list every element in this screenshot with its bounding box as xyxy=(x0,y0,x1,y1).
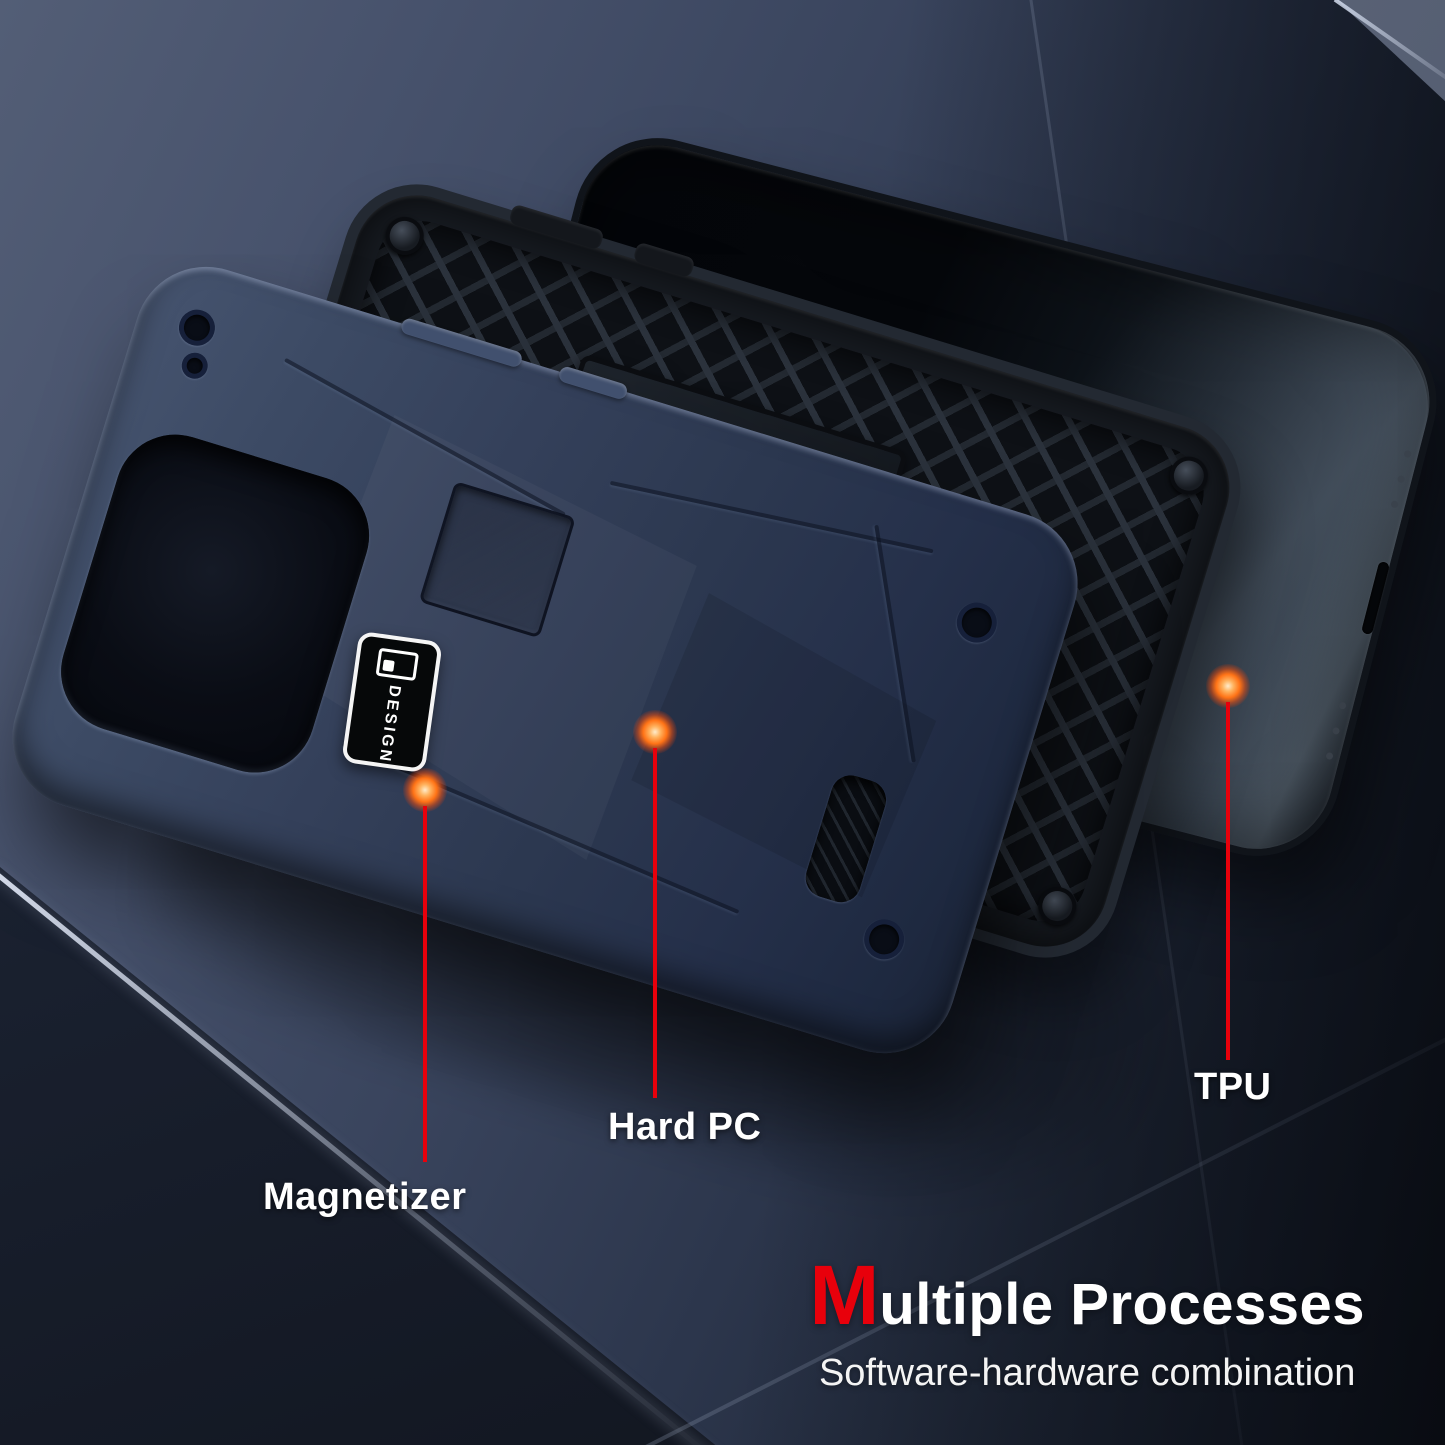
callout-label-hard-pc: Hard PC xyxy=(608,1106,762,1148)
callout-label-magnetizer: Magnetizer xyxy=(263,1176,467,1218)
callout-dot-tpu xyxy=(1206,664,1250,708)
case-seam-line xyxy=(609,480,934,554)
callout-label-tpu: TPU xyxy=(1194,1066,1272,1108)
logo-badge-text: DESIGN xyxy=(375,683,404,765)
logo-badge-icon xyxy=(375,647,420,681)
callout-line-hard-pc xyxy=(653,748,657,1098)
corner-hole xyxy=(178,349,211,382)
headline-subtitle: Software-hardware combination xyxy=(818,1352,1356,1394)
callout-dot-magnetizer xyxy=(403,768,447,812)
corner-hole xyxy=(951,597,1002,648)
headline-lead-letter: M xyxy=(809,1248,880,1343)
headline: Multiple Processes xyxy=(809,1253,1365,1338)
corner-hole xyxy=(859,914,910,965)
callout-line-magnetizer xyxy=(423,806,427,1162)
corner-hole xyxy=(174,305,220,351)
callout-line-tpu xyxy=(1226,702,1230,1060)
headline-rest: ultiple Processes xyxy=(879,1272,1365,1338)
callout-dot-hard-pc xyxy=(633,710,677,754)
headline-block: Multiple Processes Software-hardware com… xyxy=(809,1253,1365,1395)
camera-cutout xyxy=(46,419,384,788)
